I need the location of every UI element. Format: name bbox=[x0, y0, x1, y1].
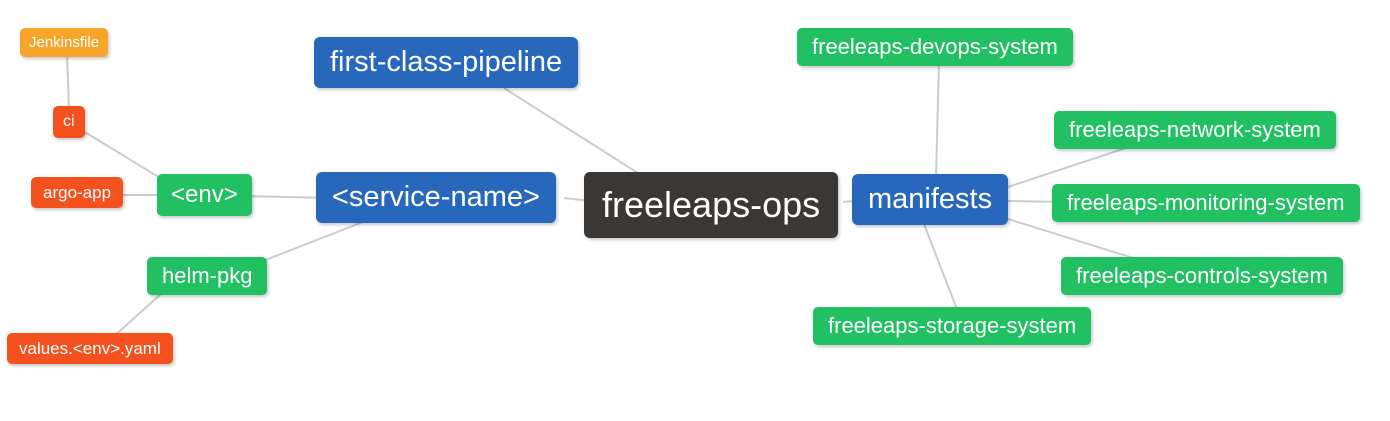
node-values-env-yaml[interactable]: values.<env>.yaml bbox=[7, 333, 173, 364]
node-first-class-pipeline[interactable]: first-class-pipeline bbox=[314, 37, 579, 88]
node-argo-app[interactable]: argo-app bbox=[31, 177, 124, 208]
node-freeleaps-storage-system[interactable]: freeleaps-storage-system bbox=[813, 307, 1092, 345]
node-env[interactable]: <env> bbox=[157, 174, 252, 216]
node-manifests[interactable]: manifests bbox=[852, 174, 1009, 225]
node-freeleaps-controls-system[interactable]: freeleaps-controls-system bbox=[1061, 257, 1343, 295]
edge-helm-pkg-values-yaml bbox=[111, 292, 163, 339]
node-freeleaps-monitoring-system[interactable]: freeleaps-monitoring-system bbox=[1052, 184, 1360, 222]
edge-env-service-name bbox=[241, 195, 331, 199]
edge-manifests-network-system bbox=[1007, 144, 1136, 188]
node-freeleaps-devops-system[interactable]: freeleaps-devops-system bbox=[797, 28, 1073, 66]
node-freeleaps-network-system[interactable]: freeleaps-network-system bbox=[1054, 111, 1336, 149]
edge-manifests-storage-system bbox=[923, 223, 959, 313]
node-jenkinsfile[interactable]: Jenkinsfile bbox=[20, 28, 109, 57]
node-service-name[interactable]: <service-name> bbox=[316, 172, 556, 223]
node-helm-pkg[interactable]: helm-pkg bbox=[147, 257, 268, 295]
edge-jenkinsfile-ci bbox=[66, 55, 70, 109]
node-freeleaps-ops-root[interactable]: freeleaps-ops bbox=[584, 172, 839, 238]
edge-first-class-pipeline-root bbox=[503, 87, 653, 183]
edge-manifests-devops-system bbox=[935, 59, 940, 179]
node-ci[interactable]: ci bbox=[53, 106, 85, 138]
edge-manifests-controls-system bbox=[1007, 218, 1147, 263]
